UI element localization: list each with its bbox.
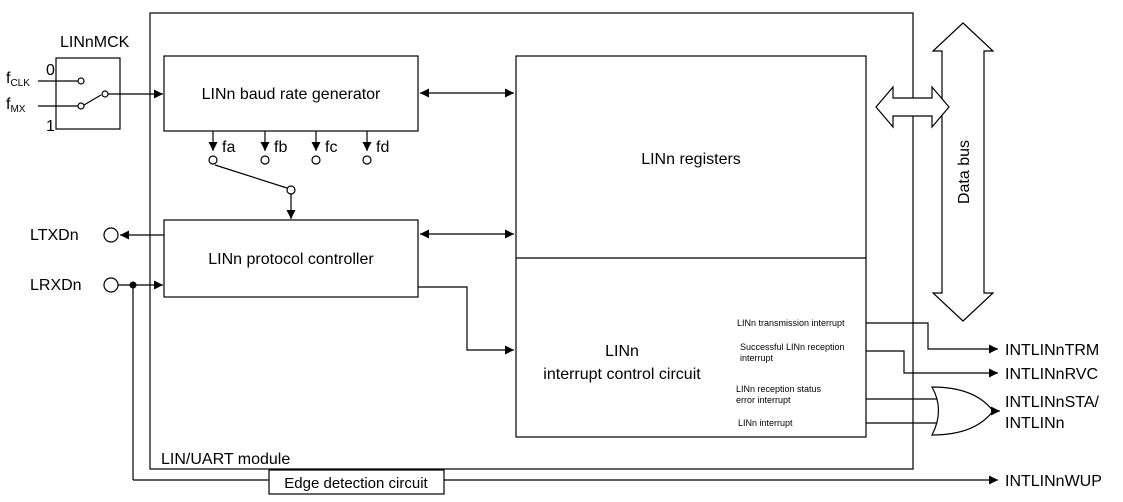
protocol-controller-label: LINn protocol controller <box>208 251 374 268</box>
ltxd-pin-label: LTXDn <box>30 227 79 244</box>
mux-in1-node <box>77 102 85 110</box>
mux-switch <box>83 94 102 106</box>
intlinntrm-label: INTLINnTRM <box>1005 342 1099 359</box>
fa-label: fa <box>222 139 235 156</box>
intlinn-label: INTLINn <box>1005 415 1065 432</box>
protocol-controller-block <box>163 219 419 298</box>
fd-node <box>362 155 372 165</box>
intlinnsta-label: INTLINnSTA/ <box>1005 394 1100 411</box>
fmx-label: fMX <box>6 96 26 115</box>
mux-label: LINnMCK <box>60 34 130 51</box>
mux-out-node <box>101 90 109 98</box>
mux-in0-node <box>77 77 85 85</box>
baud-rate-generator-label: LINn baud rate generator <box>202 86 381 103</box>
baud-rate-generator-block <box>163 55 419 132</box>
intlinnrvc-label: INTLINnRVC <box>1005 366 1098 383</box>
rvc-output-line <box>866 350 998 378</box>
module-label: LIN/UART module <box>161 451 290 468</box>
clock-select-node <box>286 185 296 195</box>
fd-label: fd <box>376 139 389 156</box>
fclk-label: fCLK <box>6 70 30 89</box>
edge-detection-block <box>268 469 445 495</box>
or-gate <box>930 386 994 436</box>
clock-select-switch <box>214 164 288 189</box>
intlinnwup-label: INTLINnWUP <box>1005 473 1102 490</box>
fb-label: fb <box>274 139 287 156</box>
mux-sel-1: 1 <box>46 118 55 135</box>
reception-interrupt-label-1: Successful LINn reception <box>740 342 845 352</box>
registers-block <box>515 55 867 438</box>
registers-label: LINn registers <box>641 151 741 168</box>
lrxd-pin-label: LRXDn <box>30 277 82 294</box>
fc-label: fc <box>325 139 337 156</box>
trm-output-line <box>866 322 998 354</box>
status-error-interrupt-label-2: error interrupt <box>736 395 791 405</box>
fc-node <box>311 155 321 165</box>
fb-node <box>260 155 270 165</box>
interrupt-control-label-1: LINn <box>605 343 639 360</box>
lin-interrupt-label: LINn interrupt <box>738 418 793 428</box>
edge-detection-label: Edge detection circuit <box>284 475 428 492</box>
mux-sel-0: 0 <box>46 62 55 79</box>
transmission-interrupt-label: LINn transmission interrupt <box>737 318 845 328</box>
ltxd-pin <box>103 227 119 243</box>
register-bus-connector <box>875 85 950 129</box>
interrupt-control-label-2: interrupt control circuit <box>543 366 701 383</box>
data-bus-arrow <box>931 22 995 322</box>
lrxd-pin <box>103 277 119 293</box>
lin-uart-module-box <box>149 12 914 470</box>
reception-interrupt-label-2: interrupt <box>740 353 774 363</box>
protocol-to-interrupt-line <box>418 286 514 355</box>
status-error-interrupt-label-1: LINn reception status <box>736 384 822 394</box>
fa-node <box>208 155 218 165</box>
data-bus-label: Data bus <box>956 140 973 204</box>
